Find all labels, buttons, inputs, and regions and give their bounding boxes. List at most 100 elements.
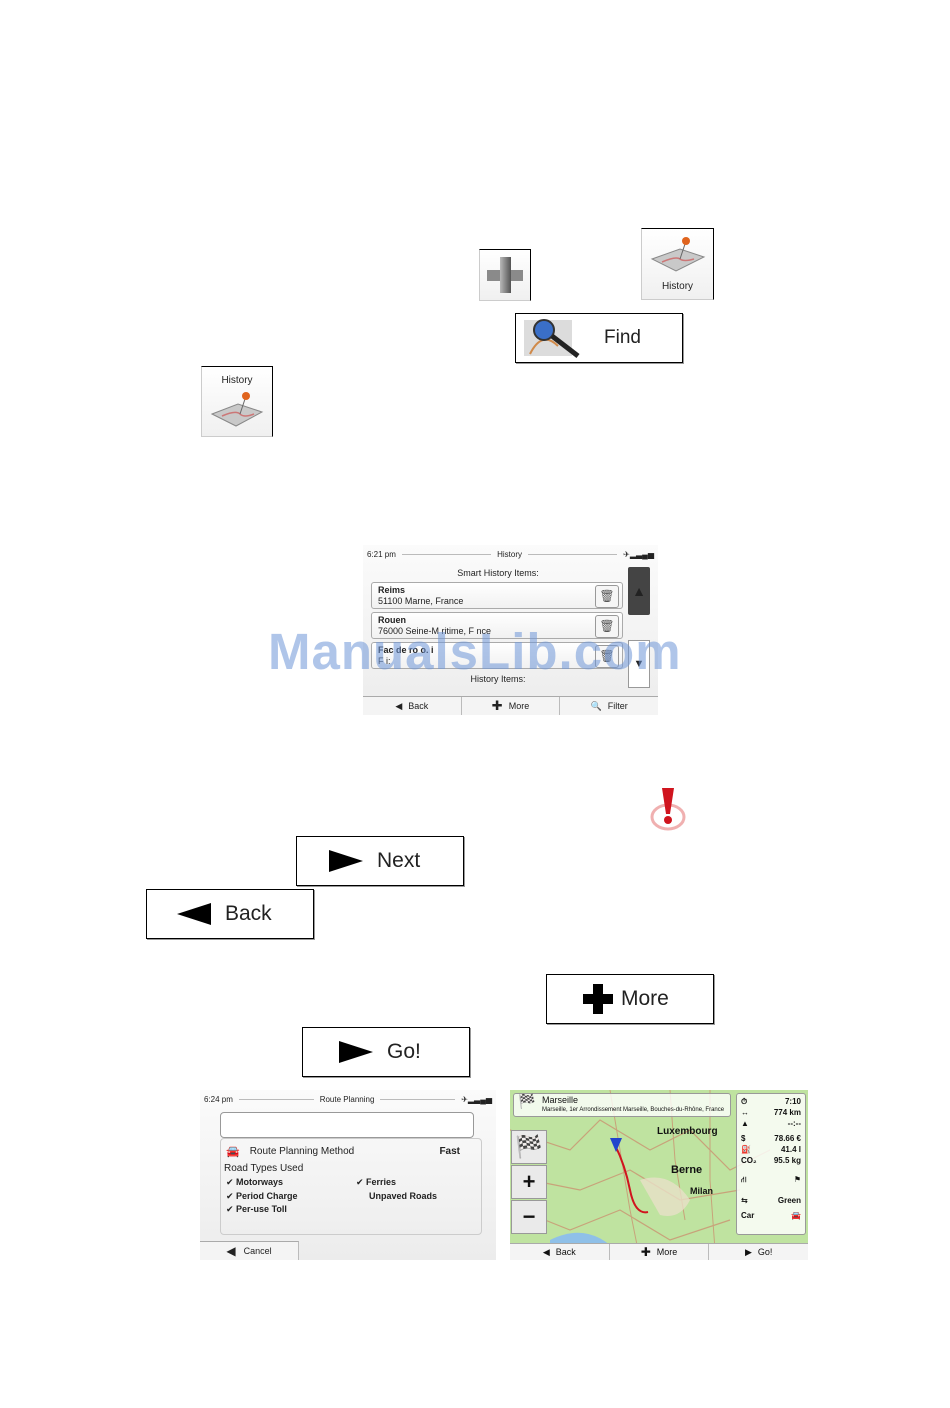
city-label-luxembourg: Luxembourg	[657, 1126, 718, 1137]
warning-icon	[650, 788, 686, 831]
cost-icon: $	[741, 1134, 746, 1143]
signal-icon: ✈▂▃▄▅	[461, 1094, 493, 1104]
scroll-down-button[interactable]: ▼	[628, 640, 650, 688]
list-item[interactable]: Fac de ro o. i F i: 🗑	[371, 642, 623, 669]
route-time: 7:10	[784, 1097, 801, 1106]
left-options: ✔ Motorways ✔ Period Charge ✔ Per-use To…	[226, 1176, 298, 1217]
destination-banner[interactable]: 🏁 Marseille Marseille, 1er Arrondissemen…	[513, 1093, 731, 1117]
history-tile-left[interactable]: History	[201, 366, 273, 437]
route-co2: 95.5 kg	[773, 1156, 801, 1165]
destination-city: Marseille	[542, 1095, 579, 1105]
car-icon: 🚘	[226, 1146, 240, 1158]
option-per-use-toll[interactable]: ✔ Per-use Toll	[226, 1204, 287, 1214]
next-label: Next	[377, 849, 421, 872]
fuel-icon: ⛽	[741, 1145, 751, 1154]
history-screen: 6:21 pm History ✈▂▃▄▅ Smart History Item…	[363, 545, 658, 715]
filter-button[interactable]: 🔍Filter	[560, 697, 658, 715]
route-profile: Green	[777, 1196, 801, 1205]
route-eta: --:--	[787, 1119, 801, 1128]
map-view-button[interactable]: 🏁	[511, 1130, 547, 1164]
item-address: 51100 Marne, France	[378, 596, 464, 606]
back-button[interactable]: ◀ Back	[363, 697, 462, 715]
back-arrow-icon: ◀	[395, 700, 403, 711]
checkered-flag-icon: 🏁	[518, 1093, 536, 1109]
go-label: Go!	[387, 1040, 421, 1063]
more-button[interactable]: More	[546, 974, 714, 1024]
city-label-milan: Milan	[690, 1186, 714, 1196]
more-button[interactable]: ✚More	[462, 697, 561, 715]
item-name: Reims	[378, 585, 406, 595]
option-unpaved-roads[interactable]: Unpaved Roads	[356, 1190, 437, 1204]
history-map-icon	[650, 237, 706, 272]
trash-icon[interactable]: 🗑	[595, 645, 619, 668]
co2-icon: CO₂	[741, 1156, 757, 1165]
zoom-in-button[interactable]: +	[511, 1165, 547, 1199]
plus-icon: ✚	[491, 698, 503, 713]
find-button[interactable]: Find	[515, 313, 683, 363]
plus-icon: ✚	[640, 1245, 651, 1259]
play-arrow-icon	[329, 850, 363, 872]
destination-address: Marseille, 1er Arrondissement Marseille,…	[542, 1107, 725, 1113]
back-button[interactable]: Back	[146, 889, 314, 939]
route-planning-screen: 6:24 pm Route Planning ✈▂▃▄▅ 🚘 Route Pla…	[200, 1090, 496, 1260]
flag-icon: ⚑	[793, 1175, 801, 1184]
map-bottom-toolbar: ◀Back ✚More ▶ Go!	[510, 1243, 808, 1260]
plus-icon-tile[interactable]	[479, 249, 531, 301]
history-items-header: History Items:	[470, 674, 526, 684]
option-period-charge[interactable]: ✔ Period Charge	[226, 1190, 298, 1201]
play-arrow-icon: ▶	[744, 1246, 752, 1257]
eta-icon: ▲	[741, 1119, 749, 1128]
history-tile-left-label: History	[221, 375, 253, 386]
route-summary-field[interactable]	[220, 1112, 474, 1138]
next-button[interactable]: Next	[296, 836, 464, 886]
route-info-panel[interactable]: ⏱7:10 ↔774 km ▲--:-- $78.66 € ⛽41.4 l CO…	[736, 1093, 806, 1235]
screen-title: Route Planning	[319, 1094, 375, 1104]
bottom-toolbar: ◀ Back ✚More 🔍Filter	[363, 696, 658, 715]
plus-icon	[583, 984, 613, 1014]
trash-icon[interactable]: 🗑	[595, 615, 619, 638]
signal-icon: ✈▂▃▄▅	[623, 549, 654, 559]
right-options: ✔ Ferries Unpaved Roads	[356, 1176, 437, 1203]
item-address: 76000 Seine-M ritime, F nce	[378, 626, 492, 636]
item-address: F i:	[378, 656, 391, 666]
car-icon: 🚘	[791, 1211, 801, 1220]
go-label: Go!	[757, 1247, 773, 1257]
vehicle-type: Car	[741, 1211, 755, 1220]
status-time: 6:24 pm	[204, 1094, 233, 1104]
scroll-up-button[interactable]: ▲	[628, 567, 650, 615]
route-distance: 774 km	[773, 1108, 801, 1117]
back-label: Back	[225, 902, 272, 925]
road-icon: ⛙	[741, 1175, 747, 1184]
map-go-button[interactable]: ▶ Go!	[709, 1244, 808, 1260]
back-label: Back	[555, 1247, 576, 1257]
map-back-button[interactable]: ◀Back	[510, 1244, 610, 1260]
list-item[interactable]: Reims 51100 Marne, France 🗑	[371, 582, 623, 609]
option-label: Per-use Toll	[236, 1204, 287, 1214]
option-ferries[interactable]: ✔ Ferries	[356, 1177, 397, 1187]
eco-icon: ⇆	[741, 1196, 748, 1205]
back-label: Back	[408, 701, 429, 711]
option-label: Period Charge	[236, 1190, 298, 1201]
smart-history-header: Smart History Items:	[457, 568, 539, 578]
option-label: Ferries	[366, 1177, 397, 1187]
list-item[interactable]: Rouen 76000 Seine-M ritime, F nce 🗑	[371, 612, 623, 639]
status-bar: 6:21 pm History ✈▂▃▄▅	[363, 547, 658, 561]
go-button[interactable]: Go!	[302, 1027, 470, 1077]
item-name: Rouen	[378, 615, 406, 625]
city-label-berne: Berne	[671, 1164, 703, 1176]
method-label: Route Planning Method	[249, 1146, 355, 1157]
trash-icon[interactable]: 🗑	[595, 585, 619, 608]
history-tile[interactable]: History	[641, 228, 714, 300]
map-more-button[interactable]: ✚More	[610, 1244, 710, 1260]
zoom-out-button[interactable]: −	[511, 1200, 547, 1234]
method-value: Fast	[439, 1146, 460, 1157]
option-motorways[interactable]: ✔ Motorways	[226, 1177, 284, 1187]
cancel-button[interactable]: ◀ Cancel	[200, 1241, 299, 1260]
road-types-label: Road Types Used	[224, 1163, 304, 1174]
route-method-row[interactable]: 🚘 Route Planning Method Fast	[226, 1145, 460, 1158]
history-tile-label: History	[661, 281, 694, 292]
back-arrow-icon	[177, 903, 211, 925]
option-label: Unpaved Roads	[369, 1190, 438, 1201]
option-label: Motorways	[236, 1177, 284, 1187]
more-label: More	[621, 987, 669, 1010]
